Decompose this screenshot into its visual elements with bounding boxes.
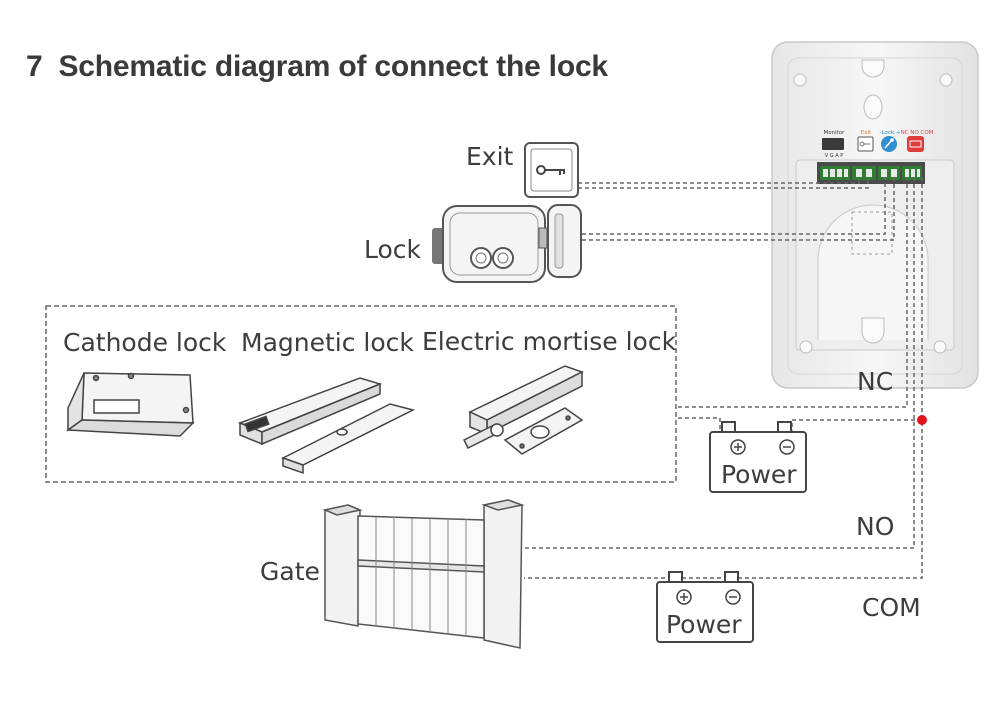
- no-label: NO: [856, 512, 895, 541]
- wire-power1-plus: [678, 417, 721, 434]
- exit-port-icon: [857, 136, 874, 152]
- section-number: 7: [26, 50, 43, 83]
- electric-mortise-lock-illustration: [462, 365, 584, 455]
- wire-com: [524, 177, 923, 579]
- terminal-block: [817, 162, 925, 184]
- port-label-lock: -Lock +: [880, 130, 901, 136]
- wire-no: [524, 177, 915, 549]
- gate-label: Gate: [260, 557, 320, 586]
- exit-label: Exit: [466, 142, 514, 171]
- key-circle-icon: [881, 136, 897, 152]
- page-title: 7 Schematic diagram of connect the lock: [26, 50, 608, 84]
- gate-illustration: [322, 499, 525, 649]
- section-title: Schematic diagram of connect the lock: [58, 50, 609, 83]
- wire-lock-1: [582, 177, 886, 235]
- exit-button: [524, 142, 579, 198]
- power-label-1: Power: [721, 460, 797, 489]
- lock-label: Lock: [364, 235, 422, 264]
- cathode-lock-label: Cathode lock: [63, 328, 227, 357]
- door-station-device: Monitor V G A P Exit -Lock + NC NO COM: [771, 41, 979, 389]
- port-label-monitor: Monitor: [824, 130, 846, 136]
- cathode-lock-illustration: [65, 372, 195, 437]
- port-label-vgap: V G A P: [825, 153, 844, 159]
- magnetic-lock-label: Magnetic lock: [241, 328, 414, 357]
- wire-lock-2: [582, 177, 895, 241]
- monitor-port-icon: [822, 138, 844, 150]
- battery-icon-2: [656, 571, 754, 643]
- port-label-relay: NC NO COM: [901, 130, 934, 136]
- port-label-exit: Exit: [861, 130, 872, 136]
- wire-power1-minus: [791, 419, 922, 434]
- magnetic-lock-illustration: [237, 377, 416, 475]
- relay-icon: [907, 136, 924, 152]
- power-label-2: Power: [666, 610, 742, 639]
- com-label: COM: [862, 593, 921, 622]
- electric-mortise-lock-label: Electric mortise lock: [422, 327, 677, 356]
- battery-icon: [709, 421, 807, 493]
- junction-dot: [917, 415, 927, 425]
- nc-label: NC: [857, 367, 894, 396]
- rim-lock: [432, 204, 582, 283]
- wire-exit-1: [578, 177, 860, 184]
- wire-exit-2: [578, 177, 869, 189]
- lock-types-group: [45, 305, 677, 483]
- key-icon: [536, 165, 565, 175]
